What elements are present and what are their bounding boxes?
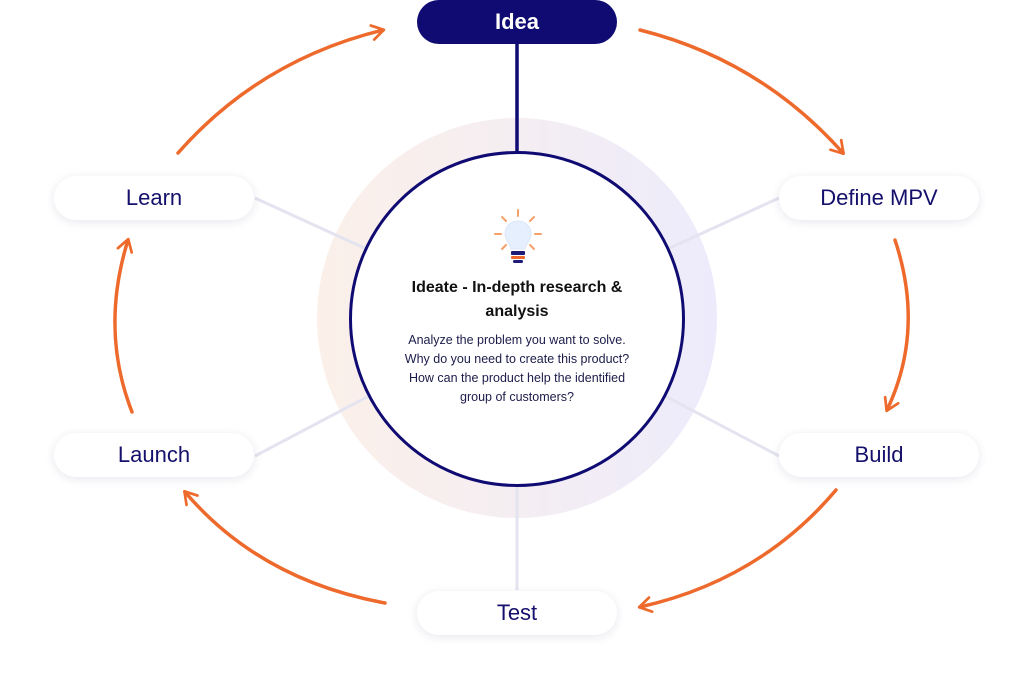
stage-pill-define-mpv[interactable]: Define MPV [779, 176, 979, 220]
lightbulb-icon [494, 209, 542, 263]
arrow-learn-to-idea [176, 24, 386, 155]
stage-pill-learn[interactable]: Learn [54, 176, 254, 220]
center-circle [349, 151, 685, 487]
arrow-launch-to-learn [113, 237, 134, 414]
stage-pill-launch[interactable]: Launch [54, 433, 254, 477]
center-description: Analyze the problem you want to solve. W… [404, 333, 630, 404]
stage-pill-idea[interactable]: Idea [417, 0, 617, 44]
center-title: Ideate - In-depth research & analysis [411, 279, 623, 320]
arrow-build-to-test [637, 488, 838, 614]
arrow-idea-to-define-mpv [638, 28, 845, 156]
stage-pill-test[interactable]: Test [417, 591, 617, 635]
stage-pill-build[interactable]: Build [779, 433, 979, 477]
arrow-test-to-launch [183, 489, 387, 605]
arrow-define-mpv-to-build [883, 238, 910, 413]
